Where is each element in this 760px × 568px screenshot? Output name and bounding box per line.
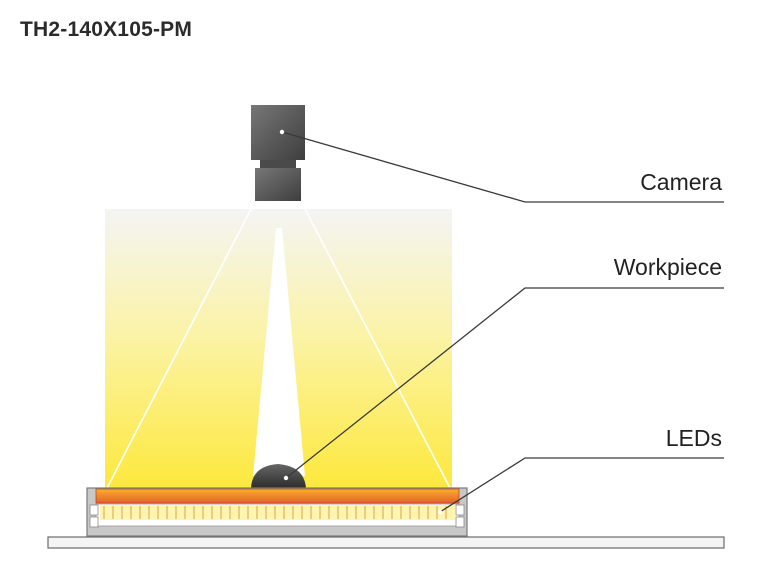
camera-icon: [251, 105, 305, 201]
camera-leader-line: [281, 131, 724, 203]
callout-lines: [281, 131, 724, 513]
led-ticks: [103, 506, 447, 519]
leds-label: LEDs: [666, 425, 722, 451]
base-plate: [47, 536, 725, 549]
leds-leader-dot: [437, 509, 443, 515]
page-title: TH2-140X105-PM: [20, 18, 193, 41]
workpiece-leader-line: [285, 287, 724, 479]
workpiece-icon: [251, 464, 306, 488]
leds-leader-line: [439, 457, 724, 513]
center-light-beam: [253, 228, 305, 476]
camera-leader-dot: [279, 129, 285, 135]
led-row: [100, 505, 455, 520]
light-rays: [105, 208, 452, 491]
workpiece-leader-dot: [283, 475, 289, 481]
workpiece-label: Workpiece: [614, 254, 722, 280]
camera-label: Camera: [640, 169, 722, 195]
led-strip: [95, 488, 460, 504]
